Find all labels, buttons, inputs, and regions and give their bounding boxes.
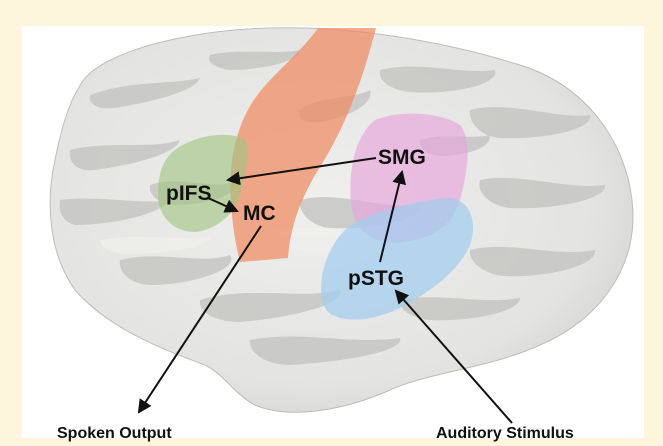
label-pIFS: pIFS xyxy=(166,182,212,205)
label-SMG: SMG xyxy=(378,146,426,169)
label-auditory-stimulus: Auditory Stimulus xyxy=(436,425,574,442)
label-spoken-output: Spoken Output xyxy=(57,425,172,442)
label-pSTG: pSTG xyxy=(348,267,404,290)
label-MC: MC xyxy=(243,202,276,225)
